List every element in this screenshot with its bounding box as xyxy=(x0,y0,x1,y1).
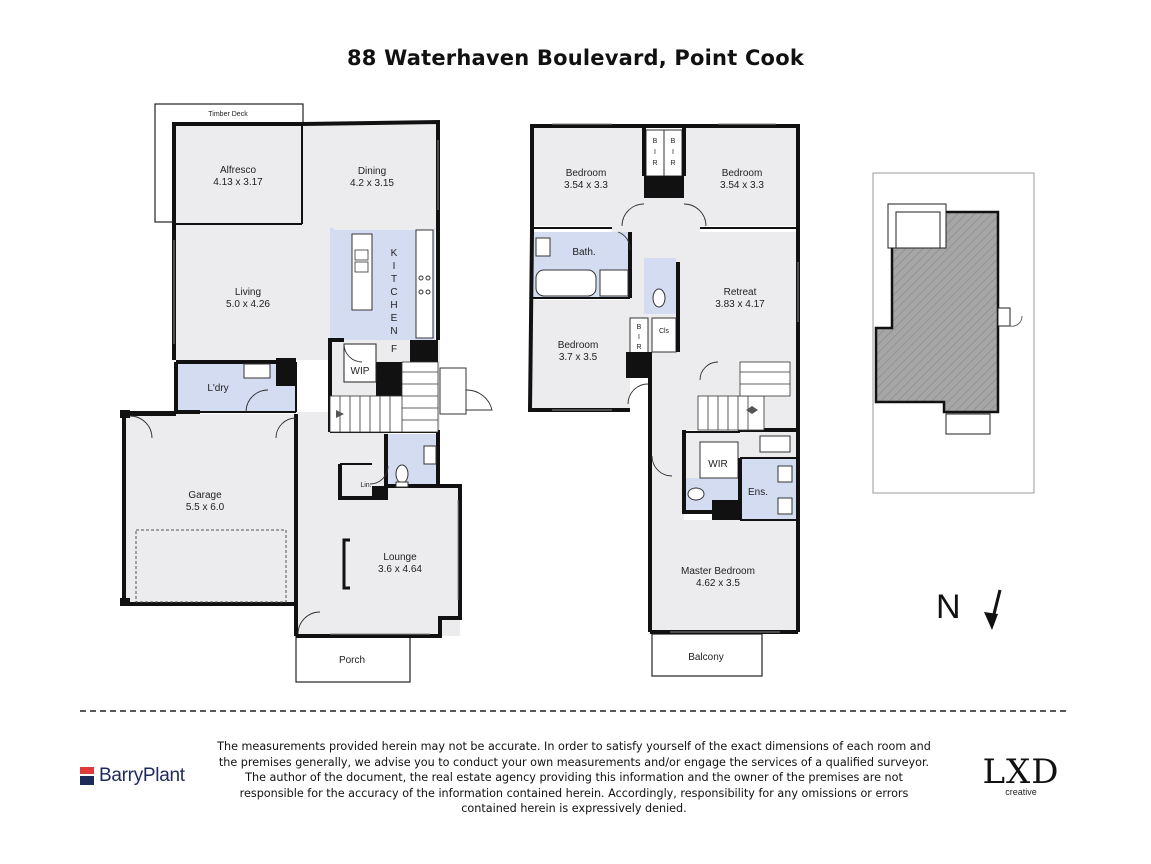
agency-name: BarryPlant xyxy=(99,765,185,786)
svg-text:I: I xyxy=(672,149,674,156)
balcony-label: Balcony xyxy=(688,652,724,663)
bedroom-left-label: Bedroom xyxy=(566,168,607,179)
master-bedroom-label: Master Bedroom xyxy=(681,566,755,577)
living-label: Living xyxy=(235,287,261,298)
wip-label: WIP xyxy=(351,366,370,377)
ground-floor-plan xyxy=(120,103,493,683)
garage-label: Garage xyxy=(188,490,222,501)
porch xyxy=(295,635,411,683)
lounge-label: Lounge xyxy=(383,552,417,563)
svg-text:C: C xyxy=(390,287,397,298)
master-bedroom-size: 4.62 x 3.5 xyxy=(696,578,740,589)
brand-sub: creative xyxy=(1005,787,1037,797)
disclaimer-text: The measurements provided herein may not… xyxy=(217,740,931,815)
retreat-size: 3.83 x 4.17 xyxy=(715,299,765,310)
ensuite-label: Ens. xyxy=(748,487,768,498)
north-arrow-icon xyxy=(984,589,1002,630)
bedroom-mid-label: Bedroom xyxy=(558,340,599,351)
svg-text:T: T xyxy=(391,274,397,285)
svg-text:R: R xyxy=(652,160,657,167)
master-floor xyxy=(684,520,798,634)
svg-text:B: B xyxy=(653,138,658,145)
lounge-size: 3.6 x 4.64 xyxy=(378,564,422,575)
bedroom-right-size: 3.54 x 3.3 xyxy=(720,180,764,191)
alfresco-floor xyxy=(172,124,302,224)
cupboard-label: Cls xyxy=(659,328,670,335)
linen-label: Lin. xyxy=(360,482,371,489)
fridge-label: F xyxy=(391,344,397,355)
garage-floor xyxy=(124,414,296,604)
page-title: 88 Waterhaven Boulevard, Point Cook xyxy=(347,46,804,70)
timber-deck-label: Timber Deck xyxy=(208,111,248,118)
svg-text:I: I xyxy=(638,334,640,341)
living-size: 5.0 x 4.26 xyxy=(226,299,270,310)
hallway-floor xyxy=(296,412,388,636)
svg-text:B: B xyxy=(671,138,676,145)
svg-text:E: E xyxy=(391,313,398,324)
bedroom-mid-size: 3.7 x 3.5 xyxy=(559,352,598,363)
dining-label: Dining xyxy=(358,166,386,177)
north-label: N xyxy=(936,588,961,626)
alfresco-label: Alfresco xyxy=(220,165,257,176)
retreat-label: Retreat xyxy=(724,287,757,298)
kitchen-bench xyxy=(415,229,434,339)
agency-logo: BarryPlant xyxy=(80,764,185,788)
svg-text:N: N xyxy=(390,326,397,337)
bedroom-mid-floor xyxy=(530,300,630,408)
ground-stairs xyxy=(329,361,439,433)
bir-left-label: B I R xyxy=(652,138,657,167)
living-floor xyxy=(174,224,334,360)
svg-text:H: H xyxy=(390,300,397,311)
bedroom-left-size: 3.54 x 3.3 xyxy=(564,180,608,191)
garage-size: 5.5 x 6.0 xyxy=(186,502,225,513)
svg-text:I: I xyxy=(393,261,396,272)
bedroom-right-label: Bedroom xyxy=(722,168,763,179)
svg-text:R: R xyxy=(636,344,641,351)
brand-logo: LXD creative xyxy=(975,754,1067,797)
kitchen-label: K I T C H E N xyxy=(390,248,397,337)
agency-logo-icon xyxy=(80,767,94,785)
porch-label: Porch xyxy=(339,655,365,666)
site-plan xyxy=(872,172,1035,494)
svg-text:I: I xyxy=(654,149,656,156)
svg-text:R: R xyxy=(670,160,675,167)
svg-text:B: B xyxy=(637,324,642,331)
first-floor-plan xyxy=(527,123,800,677)
svg-text:K: K xyxy=(391,248,398,259)
retreat-floor xyxy=(678,232,798,356)
laundry-label: L'dry xyxy=(207,383,228,394)
alfresco-size: 4.13 x 3.17 xyxy=(213,177,263,188)
dining-floor xyxy=(303,122,438,230)
dining-size: 4.2 x 3.15 xyxy=(350,178,394,189)
bir-mid-label: B I R xyxy=(636,324,641,351)
bir-right-label: B I R xyxy=(670,138,675,167)
wir-label: WIR xyxy=(708,459,727,470)
lounge-floor xyxy=(386,486,460,636)
brand-name: LXD xyxy=(982,752,1060,792)
bedroom-right-floor xyxy=(684,126,798,226)
bathroom-label: Bath. xyxy=(572,247,595,258)
